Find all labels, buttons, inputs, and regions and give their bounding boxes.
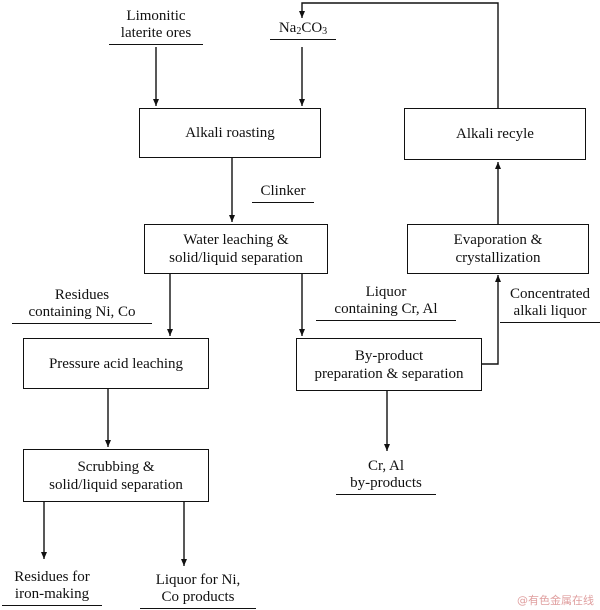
- box-water-leaching: Water leaching & solid/liquid separation: [144, 224, 328, 274]
- water-leaching-line-2: solid/liquid separation: [169, 250, 303, 266]
- residues-ni-co-line-1: Residues: [54, 287, 110, 303]
- evaporation-line-2: crystallization: [455, 250, 541, 266]
- label-cr-al-byproducts: Cr, Al by-products: [336, 458, 436, 495]
- pressure-acid-leaching-text: Pressure acid leaching: [48, 355, 184, 372]
- box-alkali-recycle: Alkali recyle: [404, 108, 586, 160]
- liquor-cr-al-line-1: Liquor: [365, 284, 407, 300]
- box-byproduct-preparation: By-product preparation & separation: [296, 338, 482, 391]
- box-alkali-roasting: Alkali roasting: [139, 108, 321, 158]
- alkali-roasting-text: Alkali roasting: [185, 125, 275, 141]
- na2co3-mid: CO: [301, 20, 323, 36]
- input-limonitic-laterite-ores: Limonitic laterite ores: [109, 8, 203, 45]
- evaporation-line-1: Evaporation &: [453, 232, 543, 248]
- input-ore-line-1: Limonitic: [126, 8, 186, 24]
- label-liquor-ni-co-products: Liquor for Ni, Co products: [140, 572, 256, 609]
- residues-ni-co-line-2: containing Ni, Co: [28, 304, 136, 320]
- water-leaching-line-1: Water leaching &: [183, 232, 289, 248]
- label-concentrated-alkali-liquor: Concentrated alkali liquor: [500, 286, 600, 323]
- arrow-byproduct-to-evaporation: [482, 275, 501, 365]
- residues-iron-line-2: iron-making: [14, 586, 90, 602]
- input-na2co3: Na2CO3: [270, 20, 336, 40]
- box-evaporation: Evaporation & crystallization: [407, 224, 589, 274]
- arrow-recycle-to-na2co3: [299, 2, 499, 108]
- box-scrubbing: Scrubbing & solid/liquid separation: [23, 449, 209, 502]
- liquor-ni-co-line-1: Liquor for Ni,: [155, 572, 241, 588]
- cr-al-products-line-2: by-products: [350, 475, 422, 491]
- concentrated-line-1: Concentrated: [510, 286, 590, 302]
- box-pressure-acid-leaching: Pressure acid leaching: [23, 338, 209, 389]
- watermark-text: @有色金属在线: [517, 594, 594, 607]
- clinker-text: Clinker: [260, 183, 306, 199]
- na2co3-sub-3: 3: [322, 26, 328, 37]
- concentrated-line-2: alkali liquor: [513, 303, 587, 319]
- byproduct-line-1: By-product: [354, 347, 424, 364]
- label-residues-ni-co: Residues containing Ni, Co: [12, 287, 152, 324]
- na2co3-base: Na: [278, 20, 297, 36]
- na2co3-sub-2: 2: [296, 26, 302, 37]
- scrubbing-line-2: solid/liquid separation: [49, 476, 183, 493]
- liquor-cr-al-line-2: containing Cr, Al: [334, 301, 438, 317]
- residues-iron-line-1: Residues for: [14, 569, 90, 585]
- label-liquor-cr-al: Liquor containing Cr, Al: [316, 284, 456, 321]
- scrubbing-line-1: Scrubbing &: [77, 458, 155, 475]
- cr-al-products-line-1: Cr, Al: [367, 458, 405, 474]
- label-residues-iron-making: Residues for iron-making: [2, 569, 102, 606]
- label-clinker: Clinker: [252, 183, 314, 203]
- alkali-recycle-text: Alkali recyle: [456, 126, 534, 142]
- byproduct-line-2: preparation & separation: [314, 365, 464, 382]
- input-ore-line-2: laterite ores: [120, 25, 192, 41]
- liquor-ni-co-line-2: Co products: [161, 589, 235, 605]
